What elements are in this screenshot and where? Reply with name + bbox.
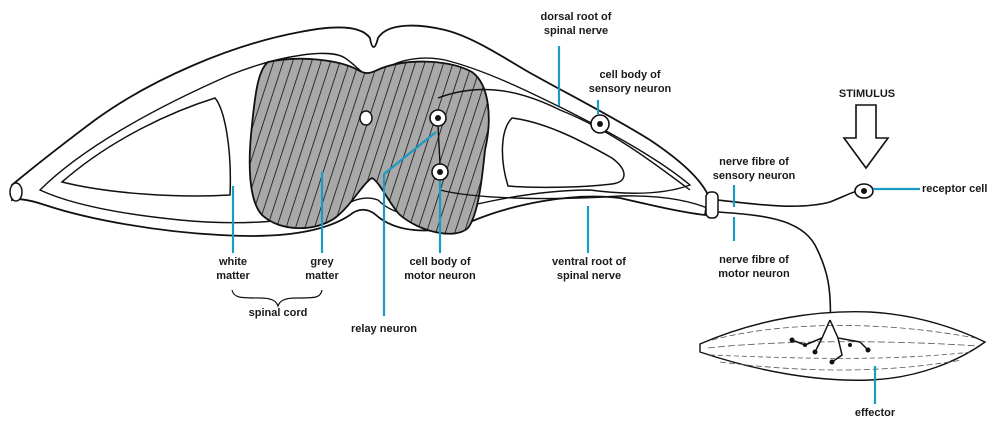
label-effector: effector: [845, 406, 905, 420]
relay-neuron-cell-body: [430, 110, 446, 126]
central-canal: [360, 111, 372, 125]
spinal-cord-cut-end: [10, 183, 22, 201]
label-spinal-cord: spinal cord: [238, 306, 318, 320]
effector-muscle: [700, 312, 985, 381]
sensory-neuron-cell-body: [591, 115, 609, 133]
label-stimulus: STIMULUS: [832, 87, 902, 101]
receptor-cell: [855, 184, 873, 198]
label-relay-neuron: relay neuron: [344, 322, 424, 336]
motor-neuron-cell-body: [432, 164, 448, 180]
spinal-nerve-trunk: [706, 192, 718, 218]
label-receptor-cell: receptor cell: [922, 182, 992, 196]
sensory-nerve-fibre: [718, 191, 858, 206]
stimulus-arrow: [844, 105, 888, 168]
spinal-cord-brace: [232, 290, 322, 306]
